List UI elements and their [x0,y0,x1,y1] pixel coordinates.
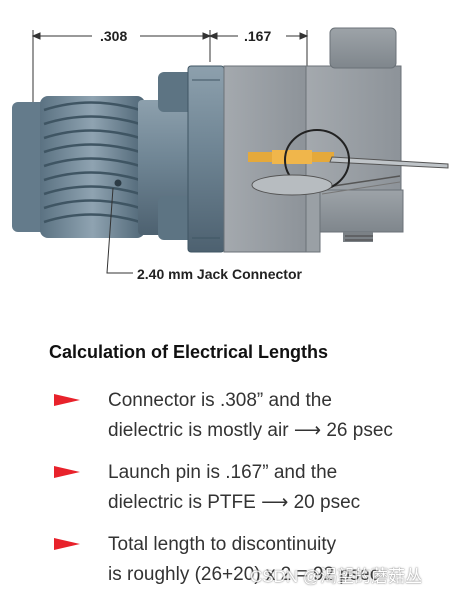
section-title: Calculation of Electrical Lengths [49,342,329,362]
connector-diagram: .308 .167 [12,27,449,274]
bullet-arrow-icon [54,466,80,478]
watermark: CSDN @渴望的蘑菇丛 [250,567,423,586]
bullet-line: dielectric is mostly air ⟶ 26 psec [108,420,393,441]
figure-caption: 2.40 mm Jack Connector [137,266,302,282]
list-item: Total length to discontinuity is roughly… [108,530,448,590]
bullet-line: Connector is .308” and the [108,390,332,411]
bullet-arrow-icon [54,394,80,406]
connector-flange [138,65,225,253]
dim-label-right: .167 [244,28,271,44]
launch-block [223,27,449,253]
caption-leader [106,187,133,274]
bullet-line: dielectric is PTFE ⟶ 20 psec [108,492,361,513]
bullet-line: Launch pin is .167” and the [108,462,338,483]
list-item: Connector is .308” and the dielectric is… [108,386,448,446]
list-item: Launch pin is .167” and the dielectric i… [108,458,448,518]
bullet-line: is roughly (26+20) x 2 = 92 psec [108,564,380,585]
connector-thread [12,96,145,238]
dim-label-left: .308 [100,28,127,44]
bullet-line: Total length to discontinuity [108,534,337,555]
bullet-arrow-icon [54,538,80,550]
